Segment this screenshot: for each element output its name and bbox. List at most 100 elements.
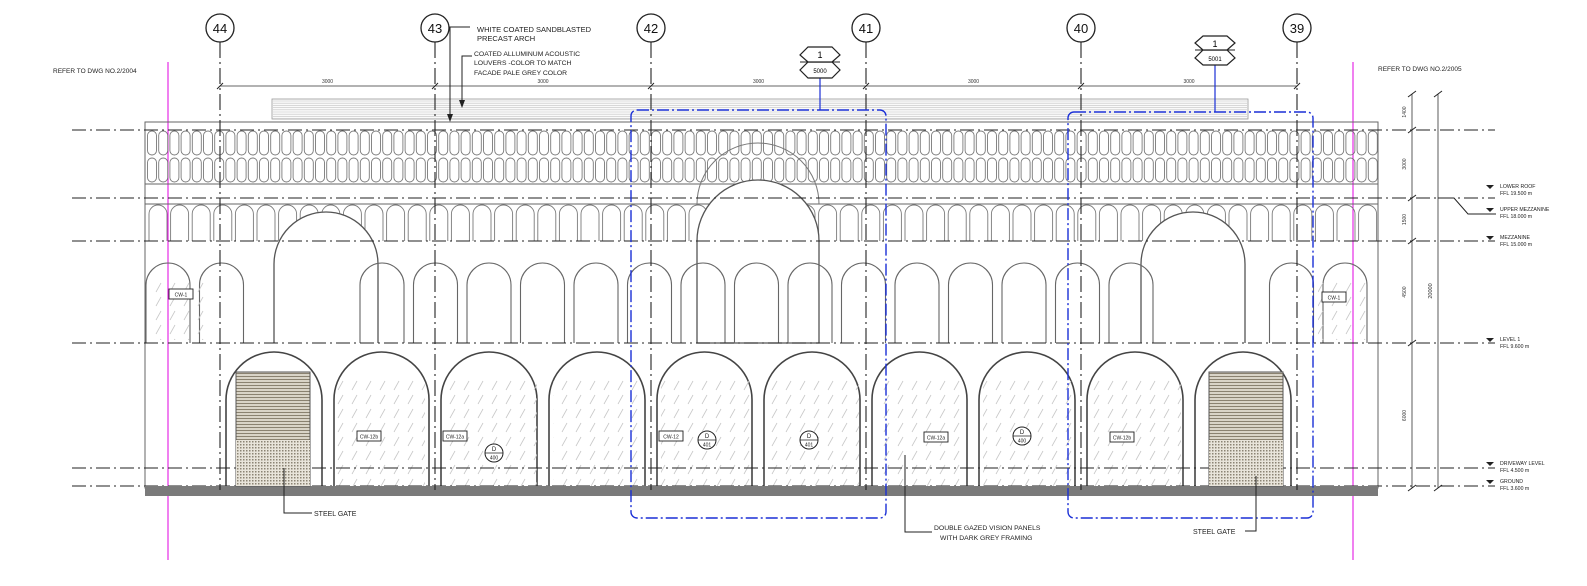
window-tag-label: CW-12a xyxy=(446,435,464,441)
callout-number: 1 xyxy=(817,50,822,60)
door-tag-number: 401 xyxy=(805,443,814,449)
callout-sheet: 5001 xyxy=(1208,57,1222,63)
level-marker xyxy=(1486,338,1494,342)
window-tag-box xyxy=(1109,431,1135,443)
door-tag-letter: D xyxy=(492,447,497,453)
dim-tick xyxy=(1407,339,1417,347)
window-tag-label: CW-1 xyxy=(1328,296,1341,302)
dim-tick xyxy=(216,82,224,90)
window-tag-label: CW-12a xyxy=(927,436,945,442)
dimension-value: 3000 xyxy=(322,79,333,85)
grid-bubble-44 xyxy=(205,13,235,43)
grid-label-43: 43 xyxy=(428,21,442,36)
refer-note-right: REFER TO DWG NO.2/2005 xyxy=(1378,66,1462,73)
svg-text:DOUBLE GAZED VISION PANELS: DOUBLE GAZED VISION PANELS xyxy=(934,525,1041,532)
svg-text:WHITE COATED SANDBLASTED: WHITE COATED SANDBLASTED xyxy=(477,25,592,34)
dimension-value: 3000 xyxy=(753,79,764,85)
vertical-dim-value: 1400 xyxy=(1402,106,1408,117)
window-tag-label: CW-12b xyxy=(1113,436,1131,442)
door-tag-number: 401 xyxy=(703,443,712,449)
grid-label-40: 40 xyxy=(1074,21,1088,36)
level-value: FFL 15.000 m xyxy=(1500,242,1532,248)
roof-louvers xyxy=(271,98,1249,120)
mezzanine-arches xyxy=(148,204,1378,241)
dim-tick xyxy=(1407,194,1417,202)
dim-tick xyxy=(1407,90,1417,98)
level-marker xyxy=(1486,208,1494,212)
svg-text:FACADE PALE GREY COLOR: FACADE PALE GREY COLOR xyxy=(474,70,567,77)
level-name: MEZZANINE xyxy=(1500,235,1531,241)
dim-tick xyxy=(431,82,439,90)
upper-arch-screen xyxy=(145,130,1378,205)
vertical-dim-value: 6000 xyxy=(1402,410,1408,421)
grid-label-39: 39 xyxy=(1290,21,1304,36)
level-leader xyxy=(1438,197,1496,215)
steel-gate-right-graphic xyxy=(1208,371,1284,487)
overall-dim-value: 20000 xyxy=(1428,283,1434,298)
section-box-2[interactable] xyxy=(1067,111,1314,519)
level-marker xyxy=(1486,480,1494,484)
callout-number: 1 xyxy=(1212,39,1217,49)
window-tag-box xyxy=(356,430,382,442)
ground-slab xyxy=(145,486,1378,496)
level-name: GROUND xyxy=(1500,479,1523,485)
svg-text:COATED ALLUMINUM ACOUSTIC: COATED ALLUMINUM ACOUSTIC xyxy=(474,51,580,58)
level-name: DRIVEWAY LEVEL xyxy=(1500,461,1545,467)
dimension-value: 3000 xyxy=(1183,79,1194,85)
svg-text:STEEL GATE: STEEL GATE xyxy=(1193,529,1236,536)
level-value: FFL 9.600 m xyxy=(1500,344,1529,350)
grid-bubble-42 xyxy=(636,13,666,43)
dim-tick xyxy=(1407,126,1417,134)
dimension-value: 3000 xyxy=(537,79,548,85)
grid-bubble-40 xyxy=(1066,13,1096,43)
glazing-note: DOUBLE GAZED VISION PANELS WITH DARK GRE… xyxy=(904,455,1041,542)
door-tag-letter: D xyxy=(1020,430,1025,436)
vertical-dim-value: 4500 xyxy=(1402,286,1408,297)
window-tag-label: CW-12b xyxy=(360,435,378,441)
dim-tick xyxy=(1077,82,1085,90)
level-name: LEVEL 1 xyxy=(1500,337,1520,343)
grid-axes: 44 43 42 41 40 39 xyxy=(205,13,1312,490)
dim-tick xyxy=(647,82,655,90)
section-callout-5001[interactable]: 1 5001 xyxy=(1194,35,1236,66)
dim-tick xyxy=(1407,237,1417,245)
level-value: FFL 19.500 m xyxy=(1500,191,1532,197)
grid-bubble-41 xyxy=(851,13,881,43)
window-tag-box xyxy=(168,288,194,300)
grid-label-44: 44 xyxy=(213,21,227,36)
section-box-1[interactable] xyxy=(630,109,887,519)
svg-text:LOUVERS -COLOR TO MATCH: LOUVERS -COLOR TO MATCH xyxy=(474,60,572,67)
grid-bubble-39 xyxy=(1282,13,1312,43)
dim-tick xyxy=(1433,90,1443,98)
callout-sheet: 5000 xyxy=(813,69,827,75)
level-name: LOWER ROOF xyxy=(1500,184,1535,190)
door-tag-number: 400 xyxy=(490,456,499,462)
grid-label-41: 41 xyxy=(859,21,873,36)
arch-note: WHITE COATED SANDBLASTED PRECAST ARCH xyxy=(447,25,592,122)
level-name: UPPER MEZZANINE xyxy=(1500,207,1550,213)
grid-bubble-43 xyxy=(420,13,450,43)
vertical-dim-value: 1500 xyxy=(1402,214,1408,225)
feature-arches xyxy=(145,142,1368,344)
dim-tick xyxy=(1407,484,1417,492)
window-tag-box xyxy=(923,431,949,443)
window-tag-label: CW-1 xyxy=(175,293,188,299)
window-tag-box xyxy=(442,430,468,442)
svg-text:STEEL GATE: STEEL GATE xyxy=(314,511,357,518)
window-tag-box xyxy=(658,430,684,442)
grid-label-42: 42 xyxy=(644,21,658,36)
facade xyxy=(144,121,1379,489)
dim-tick xyxy=(1293,82,1301,90)
svg-text:WITH DARK GREY FRAMING: WITH DARK GREY FRAMING xyxy=(940,535,1032,542)
level-value: FFL 4.500 m xyxy=(1500,468,1529,474)
level-value: FFL 3.600 m xyxy=(1500,486,1529,492)
level-marker xyxy=(1486,185,1494,189)
level-value: FFL 18.000 m xyxy=(1500,214,1532,220)
section-callout-5000[interactable]: 1 5000 xyxy=(799,46,841,79)
